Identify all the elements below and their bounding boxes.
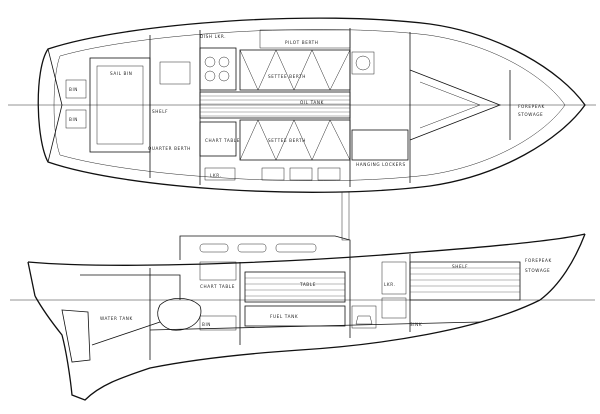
profile-cabin-trunk bbox=[179, 235, 351, 260]
plan-v-berth-inner bbox=[419, 81, 481, 129]
profile-toilet bbox=[355, 315, 373, 325]
profile-chart-table-label: CHART TABLE bbox=[200, 284, 235, 289]
plan-sink bbox=[159, 61, 191, 85]
plan-head bbox=[351, 51, 375, 75]
profile-fuel-tank-label: FUEL TANK bbox=[270, 314, 298, 319]
profile-mast-stub bbox=[341, 191, 350, 241]
plan-cabin-sole bbox=[199, 91, 351, 119]
profile-portlight bbox=[237, 243, 267, 253]
profile-cockpit-seat bbox=[80, 274, 181, 300]
profile-view: SHELF FOREPEAK STOWAGE TABLE FUEL TANK W… bbox=[10, 191, 595, 401]
plan-settee-stbd bbox=[239, 119, 351, 161]
profile-hull-bottom bbox=[34, 295, 541, 401]
profile-engine bbox=[157, 297, 202, 331]
sail-bin-label: SAIL BIN bbox=[110, 71, 133, 76]
plan-locker bbox=[317, 167, 341, 181]
profile-portlight bbox=[199, 243, 229, 253]
plan-deck-line bbox=[53, 29, 566, 181]
profile-fuel-tank bbox=[244, 305, 346, 327]
profile-v-berth bbox=[409, 261, 521, 301]
chart-table-label: CHART TABLE bbox=[205, 138, 240, 143]
plan-cockpit-well bbox=[96, 65, 144, 145]
profile-prop-shaft bbox=[91, 321, 161, 346]
plan-stove-burner bbox=[218, 56, 230, 68]
plan-pilot-berth bbox=[259, 29, 351, 49]
profile-sheer-line bbox=[27, 233, 586, 266]
bin-label-port: BIN bbox=[69, 87, 78, 92]
profile-settee bbox=[244, 271, 346, 303]
profile-transom bbox=[27, 261, 36, 297]
plan-v-berth bbox=[409, 69, 502, 141]
plan-locker bbox=[204, 167, 236, 181]
plan-galley bbox=[199, 47, 237, 91]
bin-label-stbd: BIN bbox=[69, 117, 78, 122]
profile-locker bbox=[381, 261, 407, 295]
profile-locker bbox=[199, 261, 237, 281]
profile-table-label: TABLE bbox=[299, 282, 316, 287]
plan-hull-outline bbox=[37, 17, 586, 193]
profile-locker bbox=[199, 315, 237, 331]
plan-chart-table bbox=[199, 121, 237, 157]
settee-berth-label-port: SETTEE BERTH bbox=[268, 74, 306, 79]
profile-locker bbox=[381, 297, 407, 319]
plan-bin-port bbox=[65, 79, 87, 99]
forepeak-label: FOREPEAK bbox=[518, 104, 545, 109]
dish-locker-label: DISH LKR. bbox=[200, 34, 226, 39]
plan-stove-burner bbox=[218, 70, 230, 82]
plan-stove-burner bbox=[204, 56, 216, 68]
profile-shelf-label: SHELF bbox=[452, 264, 468, 269]
settee-berth-label-stbd: SETTEE BERTH bbox=[268, 138, 306, 143]
hanging-lockers-label: HANGING LOCKERS bbox=[356, 162, 406, 167]
plan-hanging-lockers bbox=[351, 129, 409, 161]
plan-locker bbox=[261, 167, 285, 181]
stowage-label: STOWAGE bbox=[518, 112, 543, 117]
plan-locker bbox=[289, 167, 313, 181]
plan-settee-port bbox=[239, 49, 351, 91]
profile-forepeak-label: FOREPEAK bbox=[525, 258, 552, 263]
pilot-berth-label: PILOT BERTH bbox=[285, 40, 319, 45]
profile-bin-label: BIN bbox=[202, 322, 211, 327]
profile-stowage-label: STOWAGE bbox=[525, 268, 550, 273]
plan-bin-stbd bbox=[65, 109, 87, 129]
plan-view: DISH LKR. PILOT BERTH SAIL BIN BIN BIN S… bbox=[8, 17, 596, 193]
shelf-label: SHELF bbox=[152, 109, 168, 114]
profile-portlight bbox=[275, 243, 317, 253]
plan-toilet bbox=[355, 55, 371, 71]
profile-sink-label: SINK bbox=[410, 322, 422, 327]
oil-tank-label: OIL TANK bbox=[300, 100, 324, 105]
plan-transom bbox=[47, 48, 63, 163]
profile-locker-label: LKR. bbox=[384, 282, 396, 287]
profile-stem bbox=[539, 233, 586, 301]
quarter-berth-label: QUARTER BERTH bbox=[148, 146, 191, 151]
locker-label: LKR. bbox=[210, 173, 222, 178]
profile-head bbox=[351, 305, 377, 329]
profile-rudder bbox=[61, 309, 91, 363]
plan-stove-burner bbox=[204, 70, 216, 82]
profile-water-tank-label: WATER TANK bbox=[100, 316, 133, 321]
